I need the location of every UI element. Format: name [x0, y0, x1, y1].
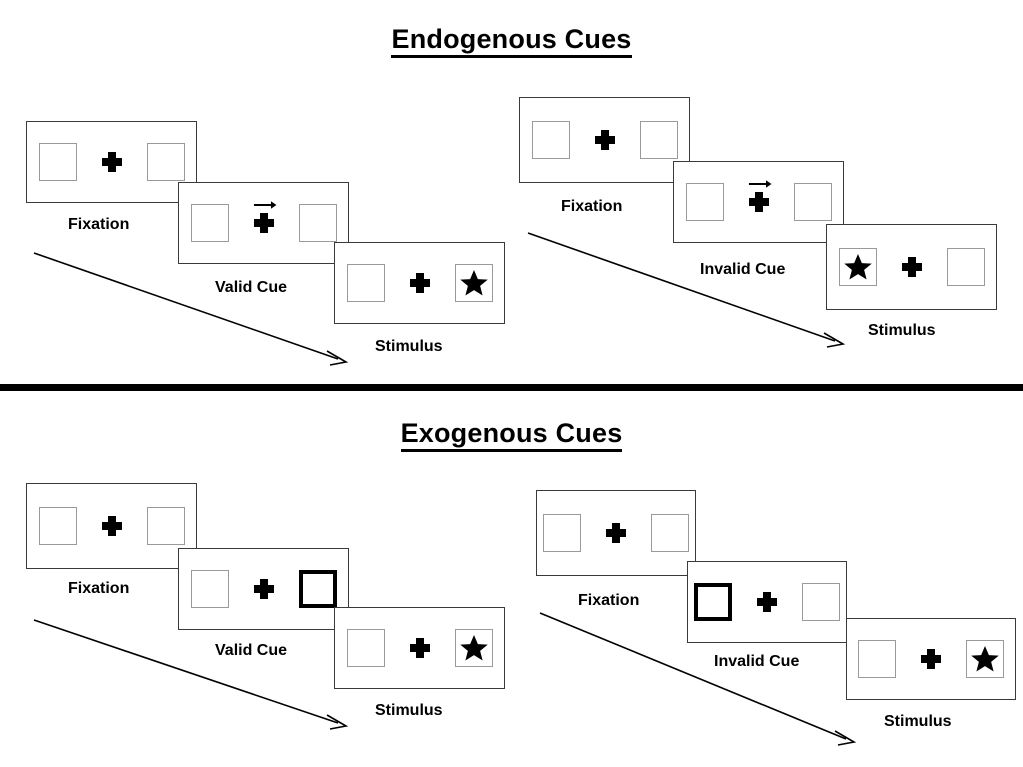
caption-exogenous-invalid-stimulus: Stimulus [884, 713, 952, 730]
panel-endogenous-valid-fixation [26, 121, 197, 203]
fixation-center-column [918, 640, 944, 678]
placeholder-box-left [543, 514, 581, 552]
placeholder-box-right [946, 248, 985, 286]
caption-exogenous-valid-stimulus: Stimulus [375, 702, 443, 719]
fixation-center-column [99, 143, 125, 181]
section-title-exogenous-text: Exogenous Cues [400, 418, 623, 452]
caption-endogenous-invalid-fixation: Fixation [561, 198, 623, 215]
placeholder-box-left [531, 121, 570, 159]
placeholder-box-left [38, 143, 77, 181]
star-target-icon [843, 254, 872, 280]
panel-exogenous-invalid-stimulus [846, 618, 1016, 700]
arrow-right-cue-icon [253, 201, 276, 209]
fixation-cross-icon [253, 578, 275, 600]
placeholder-box-right [793, 183, 832, 221]
fixation-cross-icon [901, 256, 923, 278]
caption-exogenous-valid-fixation: Fixation [68, 580, 130, 597]
star-target-icon [459, 270, 488, 296]
fixation-cross-icon [920, 648, 942, 670]
placeholder-box-right [298, 204, 337, 242]
placeholder-box-right [639, 121, 678, 159]
panel-exogenous-valid-stimulus [334, 607, 505, 689]
panel-endogenous-invalid-fixation [519, 97, 690, 183]
fixation-center-column [99, 507, 125, 545]
panel-exogenous-valid-fixation [26, 483, 197, 569]
section-divider [0, 384, 1023, 391]
fixation-center-column [407, 629, 433, 667]
caption-exogenous-invalid-cue: Invalid Cue [714, 653, 800, 670]
section-title-exogenous: Exogenous Cues [0, 418, 1023, 452]
fixation-center-column [592, 121, 618, 159]
fixation-center-column [754, 583, 780, 621]
cued-box-right [298, 570, 337, 608]
placeholder-box-right [146, 143, 185, 181]
placeholder-box-left [190, 570, 229, 608]
fixation-cross-icon [409, 272, 431, 294]
caption-exogenous-valid-cue: Valid Cue [215, 642, 288, 659]
placeholder-box-left [346, 629, 385, 667]
placeholder-box-left [38, 507, 77, 545]
fixation-center-column [603, 514, 629, 552]
star-target-icon [971, 646, 999, 672]
section-title-endogenous: Endogenous Cues [0, 24, 1023, 58]
fixation-center-column [899, 248, 925, 286]
fixation-center-column [251, 201, 277, 242]
panel-exogenous-invalid-fixation [536, 490, 696, 576]
fixation-cross-icon [101, 515, 123, 537]
panel-endogenous-invalid-cue [673, 161, 844, 243]
fixation-cross-icon [409, 637, 431, 659]
fixation-center-column [407, 264, 433, 302]
fixation-cross-icon [756, 591, 778, 613]
placeholder-box-right [802, 583, 840, 621]
fixation-cross-icon [748, 191, 770, 213]
section-title-endogenous-text: Endogenous Cues [391, 24, 632, 58]
panel-endogenous-valid-cue [178, 182, 349, 264]
target-box-right [454, 629, 493, 667]
fixation-cross-icon [605, 522, 627, 544]
fixation-cross-icon [253, 212, 275, 234]
panel-endogenous-invalid-stimulus [826, 224, 997, 310]
caption-endogenous-invalid-stimulus: Stimulus [868, 322, 936, 339]
target-box-right [966, 640, 1004, 678]
caption-endogenous-valid-cue: Valid Cue [215, 279, 288, 296]
caption-endogenous-invalid-cue: Invalid Cue [700, 261, 786, 278]
panel-endogenous-valid-stimulus [334, 242, 505, 324]
panel-exogenous-invalid-cue [687, 561, 847, 643]
fixation-cross-icon [594, 129, 616, 151]
panel-exogenous-valid-cue [178, 548, 349, 630]
fixation-center-column [746, 180, 772, 221]
placeholder-box-left [190, 204, 229, 242]
fixation-cross-icon [101, 151, 123, 173]
placeholder-box-right [651, 514, 689, 552]
placeholder-box-left [685, 183, 724, 221]
placeholder-box-left [346, 264, 385, 302]
cued-box-left [694, 583, 732, 621]
target-box-left [838, 248, 877, 286]
fixation-center-column [251, 570, 277, 608]
placeholder-box-left [858, 640, 896, 678]
placeholder-box-right [146, 507, 185, 545]
caption-exogenous-invalid-fixation: Fixation [578, 592, 640, 609]
star-target-icon [459, 635, 488, 661]
caption-endogenous-valid-fixation: Fixation [68, 216, 130, 233]
caption-endogenous-valid-stimulus: Stimulus [375, 338, 443, 355]
arrow-right-cue-icon [748, 180, 771, 188]
target-box-right [454, 264, 493, 302]
